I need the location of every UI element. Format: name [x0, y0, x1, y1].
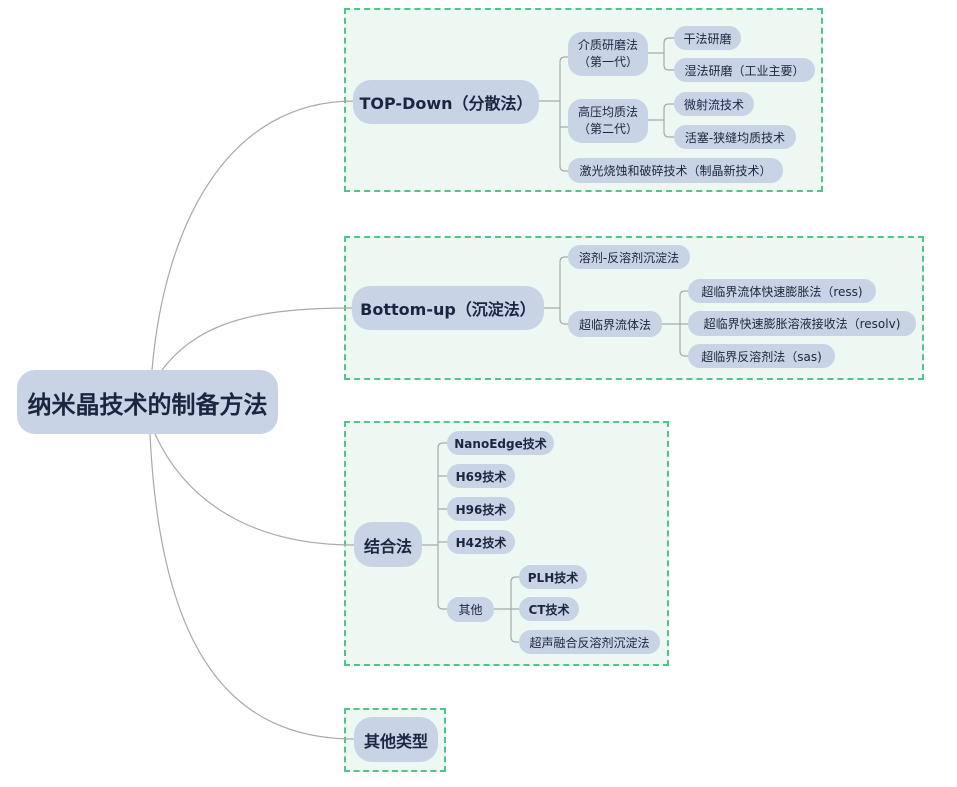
connector-bottomup-trunk	[544, 256, 568, 325]
leaf-nanoedge[interactable]: NanoEdge技术	[447, 431, 554, 455]
leaf-label: CT技术	[528, 602, 570, 617]
connector-root-other	[149, 433, 355, 740]
leaf-h42[interactable]: H42技术	[447, 530, 515, 554]
leaf-label: NanoEdge技术	[454, 436, 547, 451]
connector-topdown-trunk	[538, 56, 568, 172]
leaf-ct[interactable]: CT技术	[519, 597, 579, 621]
leaf-label: 超声融合反溶剂沉淀法	[529, 635, 650, 650]
branch-label: 结合法	[363, 536, 412, 556]
node-hp-homogenization[interactable]: 高压均质法 （第二代）	[568, 99, 648, 143]
leaf-label: PLH技术	[527, 570, 579, 585]
leaf-ultrasonic[interactable]: 超声融合反溶剂沉淀法	[519, 630, 660, 654]
connector-combined-trunk	[421, 442, 447, 610]
node-supercritical-fluid[interactable]: 超临界流体法	[568, 311, 662, 337]
connector-root-combined	[154, 433, 355, 546]
leaf-label: 激光烧蚀和破碎技术（制晶新技术）	[579, 164, 772, 178]
connector-supercritical	[662, 290, 688, 357]
leaf-label: 湿法研磨（工业主要）	[684, 63, 805, 78]
node-solvent-antisolvent[interactable]: 溶剂-反溶剂沉淀法	[568, 245, 690, 269]
branch-label: TOP-Down（分散法）	[359, 94, 533, 113]
connector-root-bottomup	[161, 307, 355, 371]
node-others[interactable]: 其他	[447, 597, 494, 622]
leaf-label: 溶剂-反溶剂沉淀法	[578, 250, 680, 265]
leaf-label: 其他	[458, 603, 483, 617]
branch-label: Bottom-up（沉淀法）	[360, 300, 536, 319]
leaf-label: 超临界快速膨胀溶液接收法（resolv)	[703, 317, 901, 331]
node-label-line1: 高压均质法	[577, 105, 638, 119]
leaf-label: 微射流技术	[683, 97, 744, 112]
node-laser-ablation[interactable]: 激光烧蚀和破碎技术（制晶新技术）	[568, 158, 783, 183]
leaf-microfluidizer[interactable]: 微射流技术	[674, 92, 754, 116]
leaf-piston-gap[interactable]: 活塞-狭缝均质技术	[674, 125, 796, 149]
leaf-dry-milling[interactable]: 干法研磨	[674, 26, 741, 50]
branch-label: 其他类型	[363, 731, 428, 751]
leaf-wet-milling[interactable]: 湿法研磨（工业主要）	[674, 58, 815, 82]
root-node[interactable]: 纳米晶技术的制备方法	[17, 370, 278, 434]
leaf-ress[interactable]: 超临界流体快速膨胀法（ress)	[688, 279, 876, 303]
leaf-plh[interactable]: PLH技术	[519, 565, 587, 589]
leaf-sas[interactable]: 超临界反溶剂法（sas)	[688, 344, 835, 368]
leaf-h69[interactable]: H69技术	[447, 464, 515, 488]
leaf-label: 超临界流体法	[578, 317, 651, 332]
connector-root-topdown	[151, 100, 355, 371]
branch-combined[interactable]: 结合法	[354, 522, 422, 567]
branch-bottom-up[interactable]: Bottom-up（沉淀法）	[352, 286, 544, 330]
connector-hp-homogen	[648, 103, 674, 138]
connector-medium-milling	[648, 37, 674, 71]
leaf-label: H96技术	[455, 502, 507, 517]
leaf-label: 超临界流体快速膨胀法（ress)	[701, 284, 863, 299]
root-label: 纳米晶技术的制备方法	[27, 390, 268, 419]
leaf-label: H42技术	[455, 535, 507, 550]
leaf-label: 干法研磨	[683, 31, 732, 46]
node-label-line2: （第二代）	[577, 122, 638, 136]
branch-other-types[interactable]: 其他类型	[354, 717, 438, 762]
node-medium-milling[interactable]: 介质研磨法 （第一代）	[568, 32, 648, 76]
branch-top-down[interactable]: TOP-Down（分散法）	[353, 80, 539, 124]
node-label-line1: 介质研磨法	[577, 38, 638, 52]
connector-others	[493, 576, 519, 643]
leaf-h96[interactable]: H96技术	[447, 497, 515, 521]
node-label-line2: （第一代）	[577, 55, 638, 69]
leaf-label: H69技术	[455, 469, 507, 484]
leaf-label: 活塞-狭缝均质技术	[684, 130, 786, 145]
leaf-resolv[interactable]: 超临界快速膨胀溶液接收法（resolv)	[688, 311, 916, 336]
leaf-label: 超临界反溶剂法（sas)	[701, 349, 822, 364]
